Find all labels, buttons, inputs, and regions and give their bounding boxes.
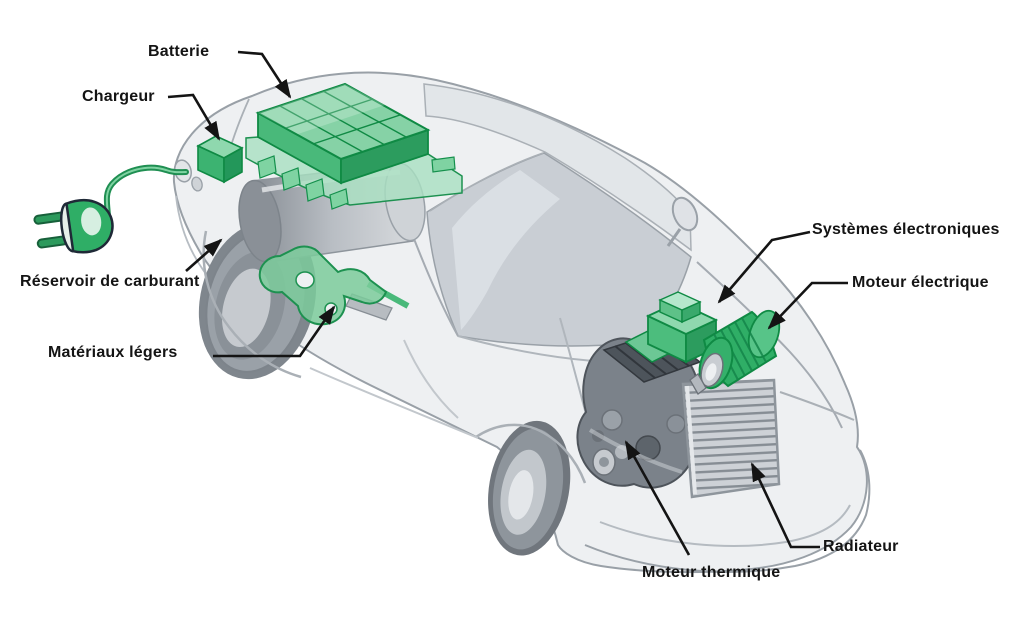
battery-pack bbox=[245, 82, 463, 210]
label-moteur-electrique: Moteur électrique bbox=[852, 274, 989, 291]
arrow-moteur-thermique bbox=[624, 440, 691, 556]
label-chargeur: Chargeur bbox=[82, 88, 155, 105]
label-reservoir-de-carburant: Réservoir de carburant bbox=[20, 273, 200, 290]
roof-panel bbox=[423, 83, 692, 252]
arrow-chargeur bbox=[167, 93, 221, 141]
charger-box bbox=[196, 135, 244, 184]
label-batterie: Batterie bbox=[148, 43, 210, 60]
electronics-box bbox=[624, 291, 719, 364]
front-wheel bbox=[488, 420, 571, 556]
label-moteur-thermique: Moteur thermique bbox=[642, 564, 781, 581]
rear-wheel-arch bbox=[202, 230, 302, 379]
right-mirror bbox=[666, 196, 699, 247]
callout-arrows bbox=[167, 50, 848, 556]
label-systemes-electroniques: Systèmes électroniques bbox=[812, 221, 1000, 238]
a-pillar-line bbox=[429, 152, 544, 212]
lightweight-suspension-arm bbox=[258, 245, 410, 326]
arrow-moteur-electrique bbox=[767, 281, 848, 330]
label-materiaux-legers: Matériaux légers bbox=[48, 344, 178, 361]
front-bumper bbox=[584, 391, 871, 573]
radiator bbox=[681, 378, 781, 499]
arrow-radiateur bbox=[750, 462, 820, 549]
label-radiateur: Radiateur bbox=[823, 538, 899, 555]
charging-plug-icon bbox=[33, 199, 114, 254]
arrow-reservoir bbox=[185, 238, 223, 272]
charging-cable bbox=[103, 164, 189, 233]
front-wheel-arch bbox=[475, 423, 587, 484]
arrow-systemes bbox=[717, 230, 811, 304]
arrow-materiaux bbox=[213, 305, 336, 358]
arrow-batterie bbox=[237, 50, 292, 99]
windshield-reflection bbox=[452, 170, 560, 330]
